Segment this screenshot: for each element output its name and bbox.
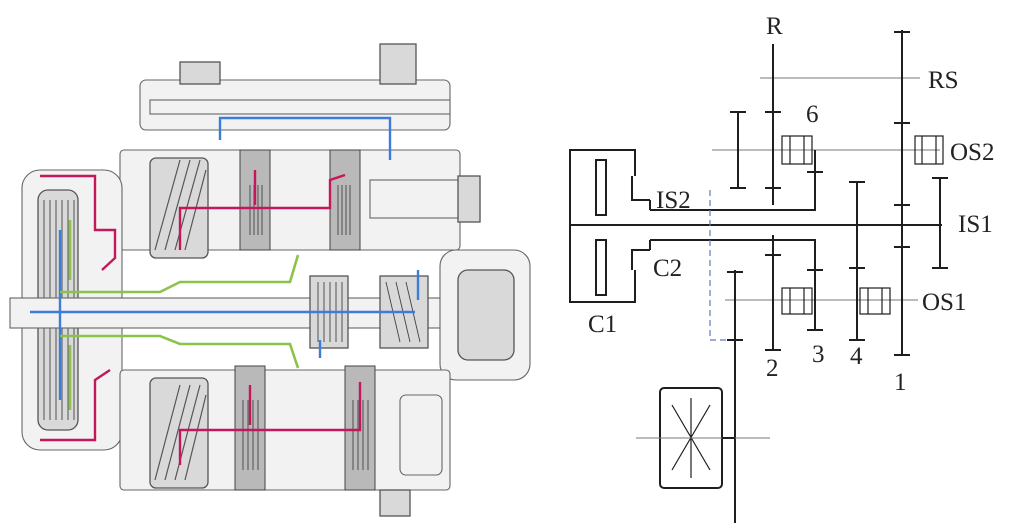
label-IS1: IS1 [958,211,993,238]
label-C1: C1 [588,311,617,338]
clutch-is2-plate [631,176,650,201]
synchronizer-4-1 [859,287,891,315]
synchronizer [234,365,266,491]
shaft-end [399,394,443,476]
transmission-cutaway [9,43,531,517]
gear-ticks [727,31,948,356]
differential-case [457,269,515,361]
synchronizer-1-os2 [914,135,944,165]
label-R: R [766,13,783,40]
synchronizer [329,149,361,251]
label-2: 2 [766,355,779,382]
shaft-flange [457,175,481,223]
gear-teeth [242,400,369,470]
synchronizer-2-3 [781,287,813,315]
clutch-c1-plate [595,239,607,296]
housing-boss [379,43,417,85]
label-IS2: IS2 [656,187,691,214]
label-4: 4 [850,343,863,370]
power-flow-blue [30,116,420,400]
housing-boss [179,61,221,85]
clutch-c2-plate [631,249,650,270]
gear-teeth [249,185,351,235]
label-6: 6 [806,101,819,128]
housing-boss [379,489,411,517]
power-flow-green [60,220,300,410]
differential [636,387,770,489]
clutch-c1-plate [595,159,607,216]
synchronizer-6-r [781,135,813,165]
label-1: 1 [894,369,907,396]
clutch-c1-housing [602,149,636,176]
label-RS: RS [928,67,959,94]
label-OS1: OS1 [922,289,966,316]
label-3: 3 [812,341,825,368]
reverse-shaft [149,99,451,115]
clutch-c1-housing [602,270,636,303]
power-flow-red [40,170,362,465]
label-C2: C2 [653,255,682,282]
gear-schematic: R RS 6 OS2 IS2 IS1 C2 OS1 C1 2 3 4 1 [569,13,994,523]
label-OS2: OS2 [950,139,994,166]
